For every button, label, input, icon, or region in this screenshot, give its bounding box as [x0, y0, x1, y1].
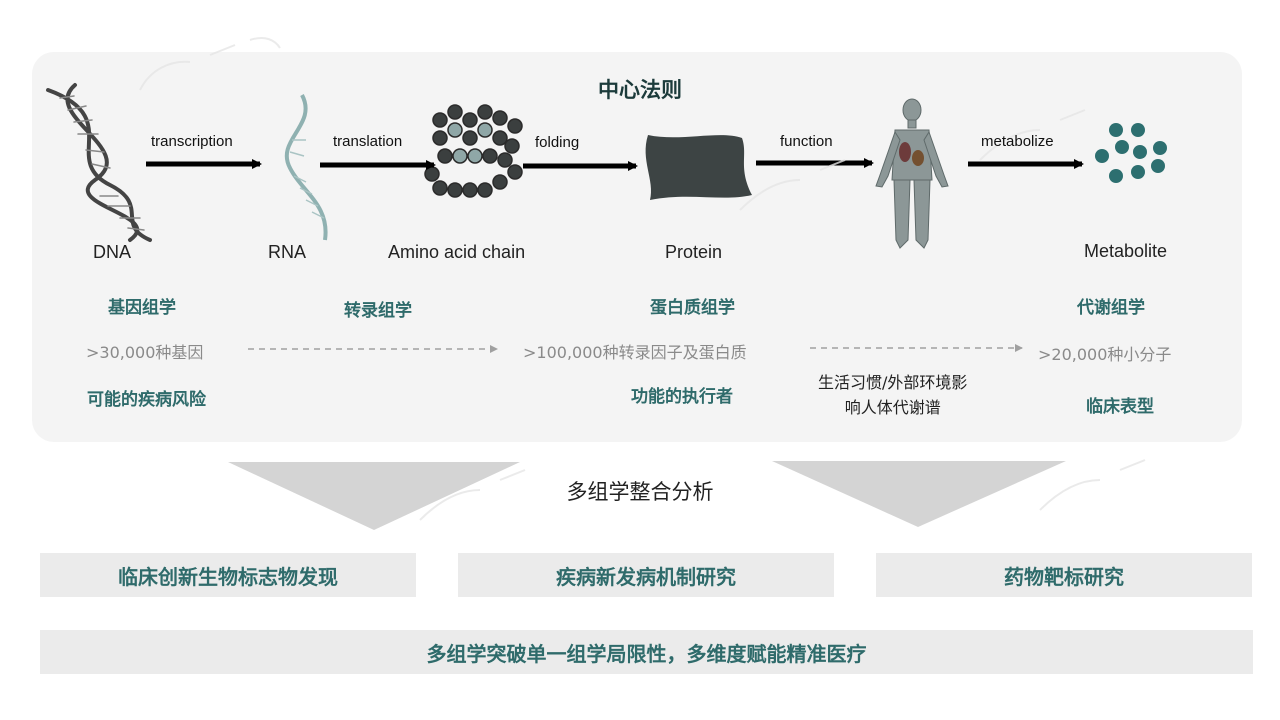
proteomics-label: 蛋白质组学: [650, 298, 735, 318]
metabolomics-label: 代谢组学: [1077, 298, 1145, 318]
metabolite-dots-icon: [1095, 123, 1167, 183]
diagram-title: 中心法则: [598, 78, 682, 102]
amino-acid-chain-icon: [424, 104, 523, 198]
clinical-phenotype-label: 临床表型: [1086, 397, 1154, 417]
application-biomarker-discovery: 临床创新生物标志物发现: [40, 553, 416, 597]
lifestyle-note-line1: 生活习惯/外部环境影: [818, 373, 968, 392]
stage-metabolite-label: Metabolite: [1084, 241, 1168, 261]
functional-executor-label: 功能的执行者: [631, 387, 733, 407]
stage-amino-label: Amino acid chain: [388, 242, 526, 262]
application-disease-mechanism: 疾病新发病机制研究: [458, 553, 834, 597]
transcriptomics-label: 转录组学: [344, 301, 412, 321]
folding-label: folding: [535, 134, 580, 151]
function-label: function: [780, 133, 833, 150]
dna-helix-icon: [46, 83, 152, 242]
transcription-factor-count: >100,000种转录因子及蛋白质: [523, 343, 747, 362]
small-molecule-count: >20,000种小分子: [1038, 345, 1172, 364]
lifestyle-note: 生活习惯/外部环境影 响人体代谢谱: [818, 370, 967, 420]
calibra-watermark: [139, 37, 1146, 521]
disease-risk-label: 可能的疾病风险: [87, 390, 206, 410]
lifestyle-note-line2: 响人体代谢谱: [844, 398, 941, 417]
central-dogma-panel: [32, 52, 1242, 442]
protein-shape-icon: [645, 135, 752, 200]
transcription-label: transcription: [151, 133, 233, 150]
conclusion-bar: 多组学突破单一组学局限性，多维度赋能精准医疗: [40, 630, 1253, 674]
stage-rna-label: RNA: [268, 242, 307, 262]
stage-dna-label: DNA: [93, 242, 132, 262]
application-drug-target: 药物靶标研究: [876, 553, 1252, 597]
metabolize-label: metabolize: [981, 133, 1054, 150]
integration-label: 多组学整合分析: [566, 480, 714, 504]
human-body-icon: [875, 98, 949, 249]
translation-label: translation: [333, 133, 403, 150]
gene-count: >30,000种基因: [86, 343, 204, 362]
rna-strand-icon: [284, 94, 328, 241]
genomics-label: 基因组学: [108, 298, 176, 318]
funnel-triangle-right: [772, 461, 1066, 527]
funnel-triangle-left: [228, 462, 520, 530]
stage-protein-label: Protein: [665, 242, 723, 262]
